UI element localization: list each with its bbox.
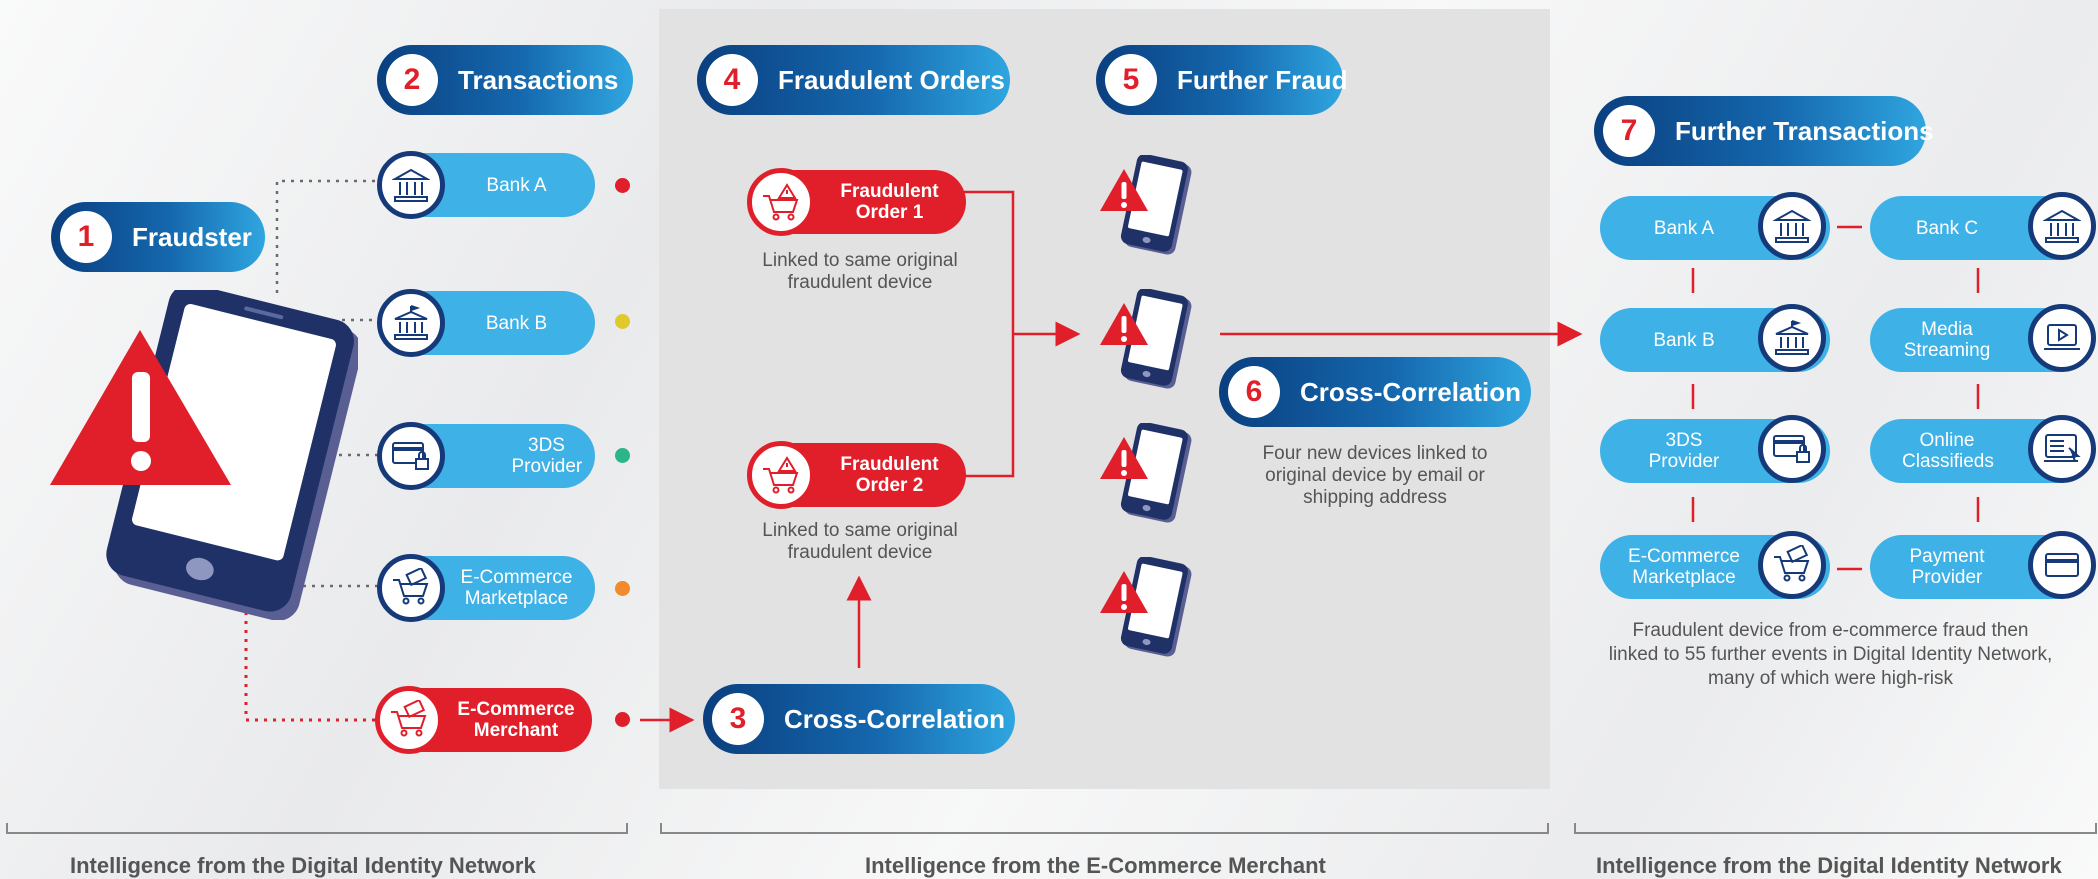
pill-label: Bank B <box>1653 329 1715 351</box>
step-title: Fraudster <box>132 221 252 252</box>
alert-phone-icon <box>1100 423 1192 523</box>
pill-label: Bank A <box>486 174 547 196</box>
fraudster-phone-icon <box>50 290 358 620</box>
pill-label: Bank B <box>485 312 548 334</box>
status-dot <box>615 448 630 463</box>
alert-phone-icon <box>1100 155 1192 255</box>
card-lock-icon <box>1758 415 1826 483</box>
step-cross-correlation-3: 3 Cross-Correlation <box>703 684 1015 754</box>
step-title: Further Transactions <box>1675 115 1934 146</box>
further-transactions-caption: Fraudulent device from e-commerce fraud … <box>1608 620 2053 689</box>
cart-alert-icon <box>747 441 815 509</box>
cross-correlation-caption: Four new devices linked to original devi… <box>1262 443 1488 508</box>
laptop-play-icon <box>2028 304 2096 372</box>
step-number: 4 <box>706 54 758 106</box>
footer-network-left: Intelligence from the Digital Identity N… <box>70 853 536 878</box>
pill-label: E-Commerce Merchant <box>457 699 575 741</box>
footer-merchant: Intelligence from the E-Commerce Merchan… <box>865 853 1326 878</box>
laptop-cursor-icon <box>2028 415 2096 483</box>
step-number: 5 <box>1105 54 1157 106</box>
step-cross-correlation-6: 6 Cross-Correlation <box>1219 357 1531 427</box>
pill-label: Bank A <box>1653 217 1715 239</box>
step-number: 3 <box>712 693 764 745</box>
cart-card-icon <box>377 554 445 622</box>
step-number: 2 <box>386 54 438 106</box>
order-caption: Linked to same original fraudulent devic… <box>762 520 958 563</box>
alert-phone-icon <box>1100 289 1192 389</box>
status-dot <box>615 314 630 329</box>
status-dot <box>615 581 630 596</box>
pill-label: 3DS Provider <box>1648 430 1720 472</box>
footer-network-right: Intelligence from the Digital Identity N… <box>1596 853 2062 878</box>
step-title: Further Fraud <box>1177 64 1348 95</box>
pill-label: 3DS Provider <box>511 435 583 477</box>
pill-label: Bank C <box>1915 217 1979 239</box>
alert-phone-icon <box>1100 557 1192 657</box>
bank-flag-icon <box>377 289 445 357</box>
order-caption: Linked to same original fraudulent devic… <box>762 250 958 293</box>
bank-flag-icon <box>1758 304 1826 372</box>
bank-icon <box>377 151 445 219</box>
step-title: Cross-Correlation <box>1300 376 1522 407</box>
pill-label: E-Commerce Marketplace <box>460 567 573 609</box>
step-fraudulent-orders: 4 Fraudulent Orders <box>697 45 1010 115</box>
cart-alert-icon <box>747 168 815 236</box>
step-fraudster: 1 Fraudster <box>51 202 265 272</box>
step-title: Fraudulent Orders <box>778 64 1005 95</box>
cart-card-icon <box>1758 531 1826 599</box>
step-further-fraud: 5 Further Fraud <box>1096 45 1347 115</box>
status-dot <box>615 178 630 193</box>
step-further-transactions: 7 Further Transactions <box>1594 96 1934 166</box>
step-transactions: 2 Transactions <box>377 45 633 115</box>
pill-label: Payment Provider <box>1909 546 1985 588</box>
bank-icon <box>2028 192 2096 260</box>
step-title: Transactions <box>458 64 619 95</box>
step-number: 7 <box>1603 105 1655 157</box>
card-icon <box>2028 531 2096 599</box>
step-number: 1 <box>60 211 112 263</box>
pill-label: Fraudulent Order 2 <box>840 454 939 496</box>
status-dot <box>615 712 630 727</box>
cart-card-icon <box>375 686 443 754</box>
step-number: 6 <box>1228 366 1280 418</box>
pill-label: E-Commerce Marketplace <box>1628 546 1740 588</box>
step-title: Cross-Correlation <box>784 703 1006 734</box>
card-lock-icon <box>377 422 445 490</box>
pill-label: Online Classifieds <box>1902 430 1994 472</box>
bank-icon <box>1758 192 1826 260</box>
pill-label: Media Streaming <box>1903 319 1991 361</box>
pill-label: Fraudulent Order 1 <box>840 181 939 223</box>
